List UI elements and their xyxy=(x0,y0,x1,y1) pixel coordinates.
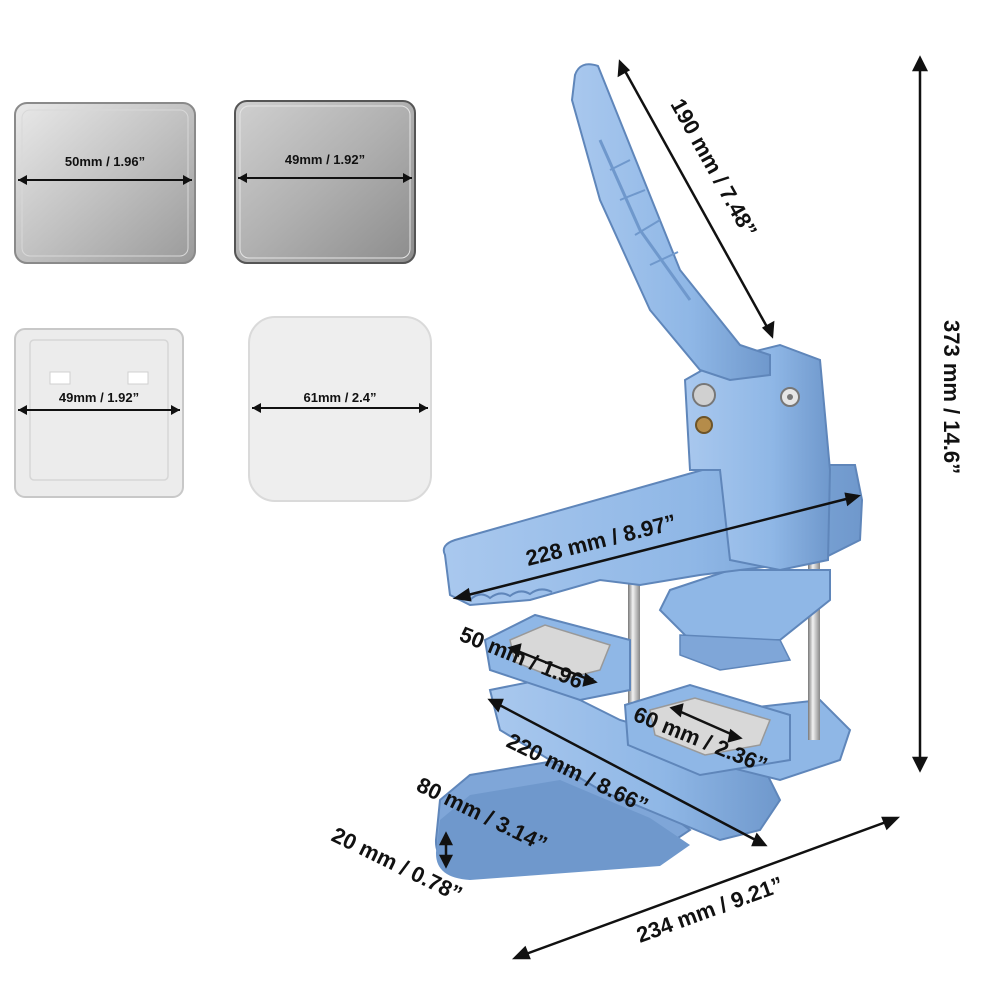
white-plate-61mm: 61mm / 2.4” xyxy=(248,316,432,502)
roller-wheel xyxy=(692,383,716,407)
upper-die-head xyxy=(658,569,831,671)
press-handle xyxy=(570,63,771,382)
dimension-label-handle: 190 mm / 7.48” xyxy=(666,94,763,241)
plate-size-label: 49mm / 1.92” xyxy=(284,152,366,167)
plate-size-label: 61mm / 2.4” xyxy=(303,390,377,405)
bearing xyxy=(695,416,713,434)
metal-plate-shape xyxy=(234,100,416,264)
plate-size-label: 50mm / 1.96” xyxy=(64,154,146,169)
slot-left xyxy=(49,371,71,385)
dimension-label-total-width: 234 mm / 9.21” xyxy=(633,871,786,947)
white-plate-shape xyxy=(14,328,184,498)
metal-plate-shape xyxy=(14,102,196,264)
press-column xyxy=(683,343,832,572)
dimension-lines xyxy=(438,55,929,960)
plate-size-label: 49mm / 1.92” xyxy=(58,390,140,405)
white-plate-shape xyxy=(248,316,432,502)
slot-right xyxy=(127,371,149,385)
metal-plate-49mm: 49mm / 1.92” xyxy=(234,100,416,264)
die-tray-left xyxy=(483,613,631,702)
metal-plate-50mm: 50mm / 1.96” xyxy=(14,102,196,264)
white-plate-49mm: 49mm / 1.92” xyxy=(14,328,184,498)
dimension-label-height: 373 mm / 14.6” xyxy=(939,320,964,474)
